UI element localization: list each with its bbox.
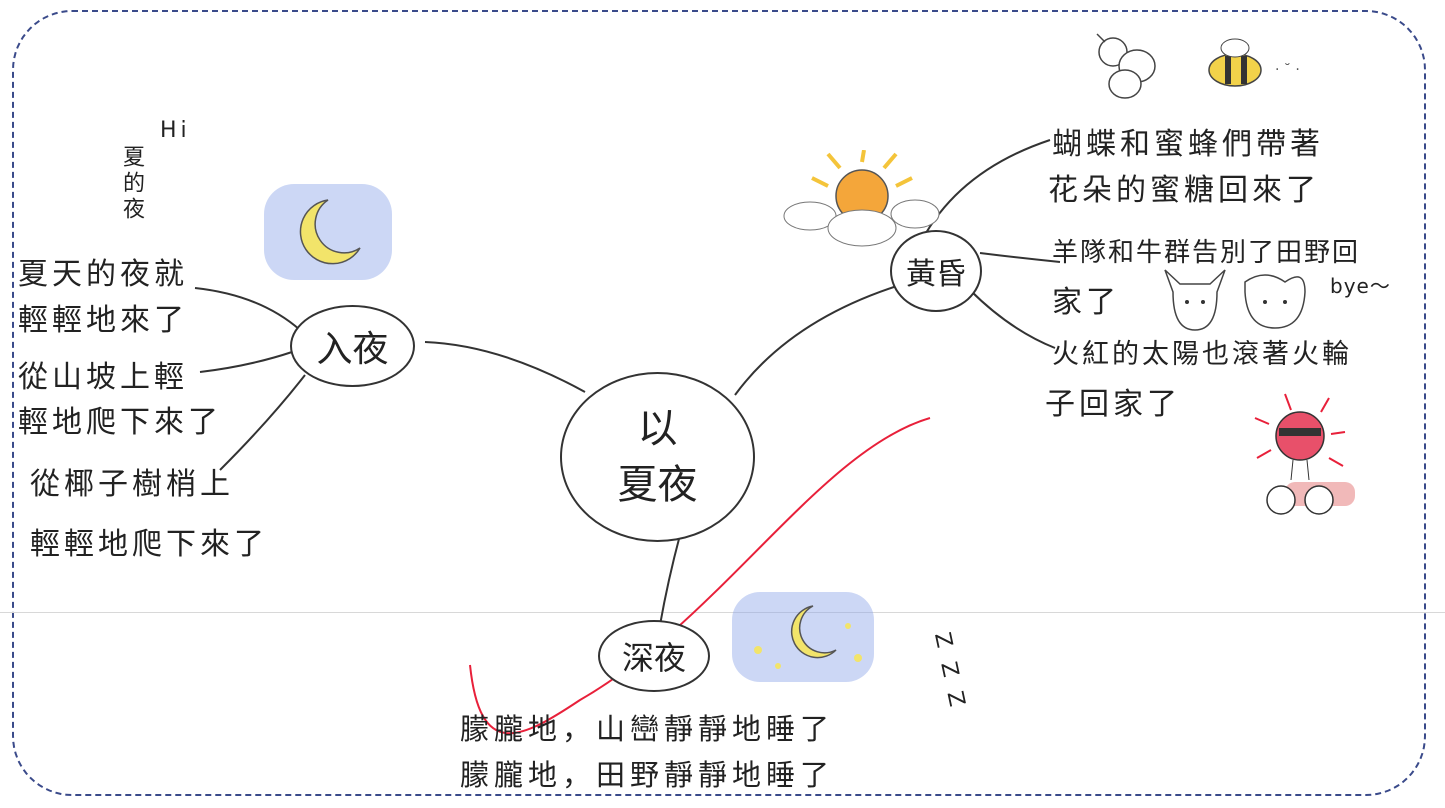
ruye-branch3-line1: 從椰子樹梢上: [30, 467, 234, 502]
moon-speech-note: 夏的夜: [119, 145, 144, 223]
svg-text:· ˘ ·: · ˘ ·: [1275, 62, 1300, 78]
line-ruye-b2: [199, 351, 293, 373]
node-shenye: 深夜: [598, 620, 710, 692]
sunset-sun-clouds-icon: [783, 150, 940, 247]
node-ruye: 入夜: [290, 305, 415, 387]
night-moon-stars-icon: [732, 592, 874, 682]
center-node-line2: 夏夜: [617, 462, 698, 508]
line-huanghun-b3: [969, 289, 1056, 349]
huanghun-branch1-line1: 蝴蝶和蜜蜂們帶著: [1052, 127, 1324, 162]
ruye-branch1-line2: 輕輕地來了: [18, 303, 188, 338]
huanghun-branch2-line1: 羊隊和牛群告別了田野回: [1052, 238, 1361, 268]
node-shenye-label: 深夜: [621, 639, 686, 677]
line-ruye-b3: [219, 374, 306, 471]
shenye-line2: 朦朧地，田野靜靜地睡了: [460, 758, 835, 792]
center-node: 以 夏夜: [560, 372, 755, 542]
ruye-branch2-line2: 輕地爬下來了: [18, 405, 222, 440]
bye-speech: bye～: [1330, 274, 1391, 298]
ruye-branch1-line1: 夏天的夜就: [18, 257, 188, 292]
huanghun-branch1-line2: 花朵的蜜糖回來了: [1048, 173, 1320, 208]
node-huanghun-label: 黃昏: [906, 257, 966, 292]
huanghun-branch2-line2: 家了: [1052, 285, 1120, 320]
shenye-line1: 朦朧地，山巒靜靜地睡了: [460, 712, 835, 746]
line-center-shenye: [659, 534, 681, 626]
crescent-moon-evening-icon: [264, 184, 392, 280]
butterfly-and-bee-icon: · ˘ ·: [1096, 33, 1300, 99]
ruye-branch3-line2: 輕輕地爬下來了: [30, 527, 268, 562]
line-huanghun-b2: [979, 252, 1061, 263]
center-node-line1: 以: [637, 406, 678, 452]
huanghun-branch3-line2: 子回家了: [1045, 387, 1181, 422]
hi-greeting: Hi: [160, 118, 191, 143]
line-center-ruye: [424, 341, 586, 393]
huanghun-branch3-line1: 火紅的太陽也滾著火輪: [1052, 339, 1352, 370]
node-ruye-label: 入夜: [316, 329, 389, 370]
dashed-border-frame: [12, 10, 1426, 796]
sun-with-wheels-icon: [1254, 393, 1355, 515]
line-ruye-b1: [194, 287, 301, 331]
ruye-branch2-line1: 從山坡上輕: [18, 360, 188, 395]
paper-fold-line: [0, 612, 1445, 613]
node-huanghun: 黃昏: [890, 230, 982, 312]
line-center-huanghun: [734, 284, 901, 396]
sheep-and-cow-icon: [1164, 269, 1306, 331]
